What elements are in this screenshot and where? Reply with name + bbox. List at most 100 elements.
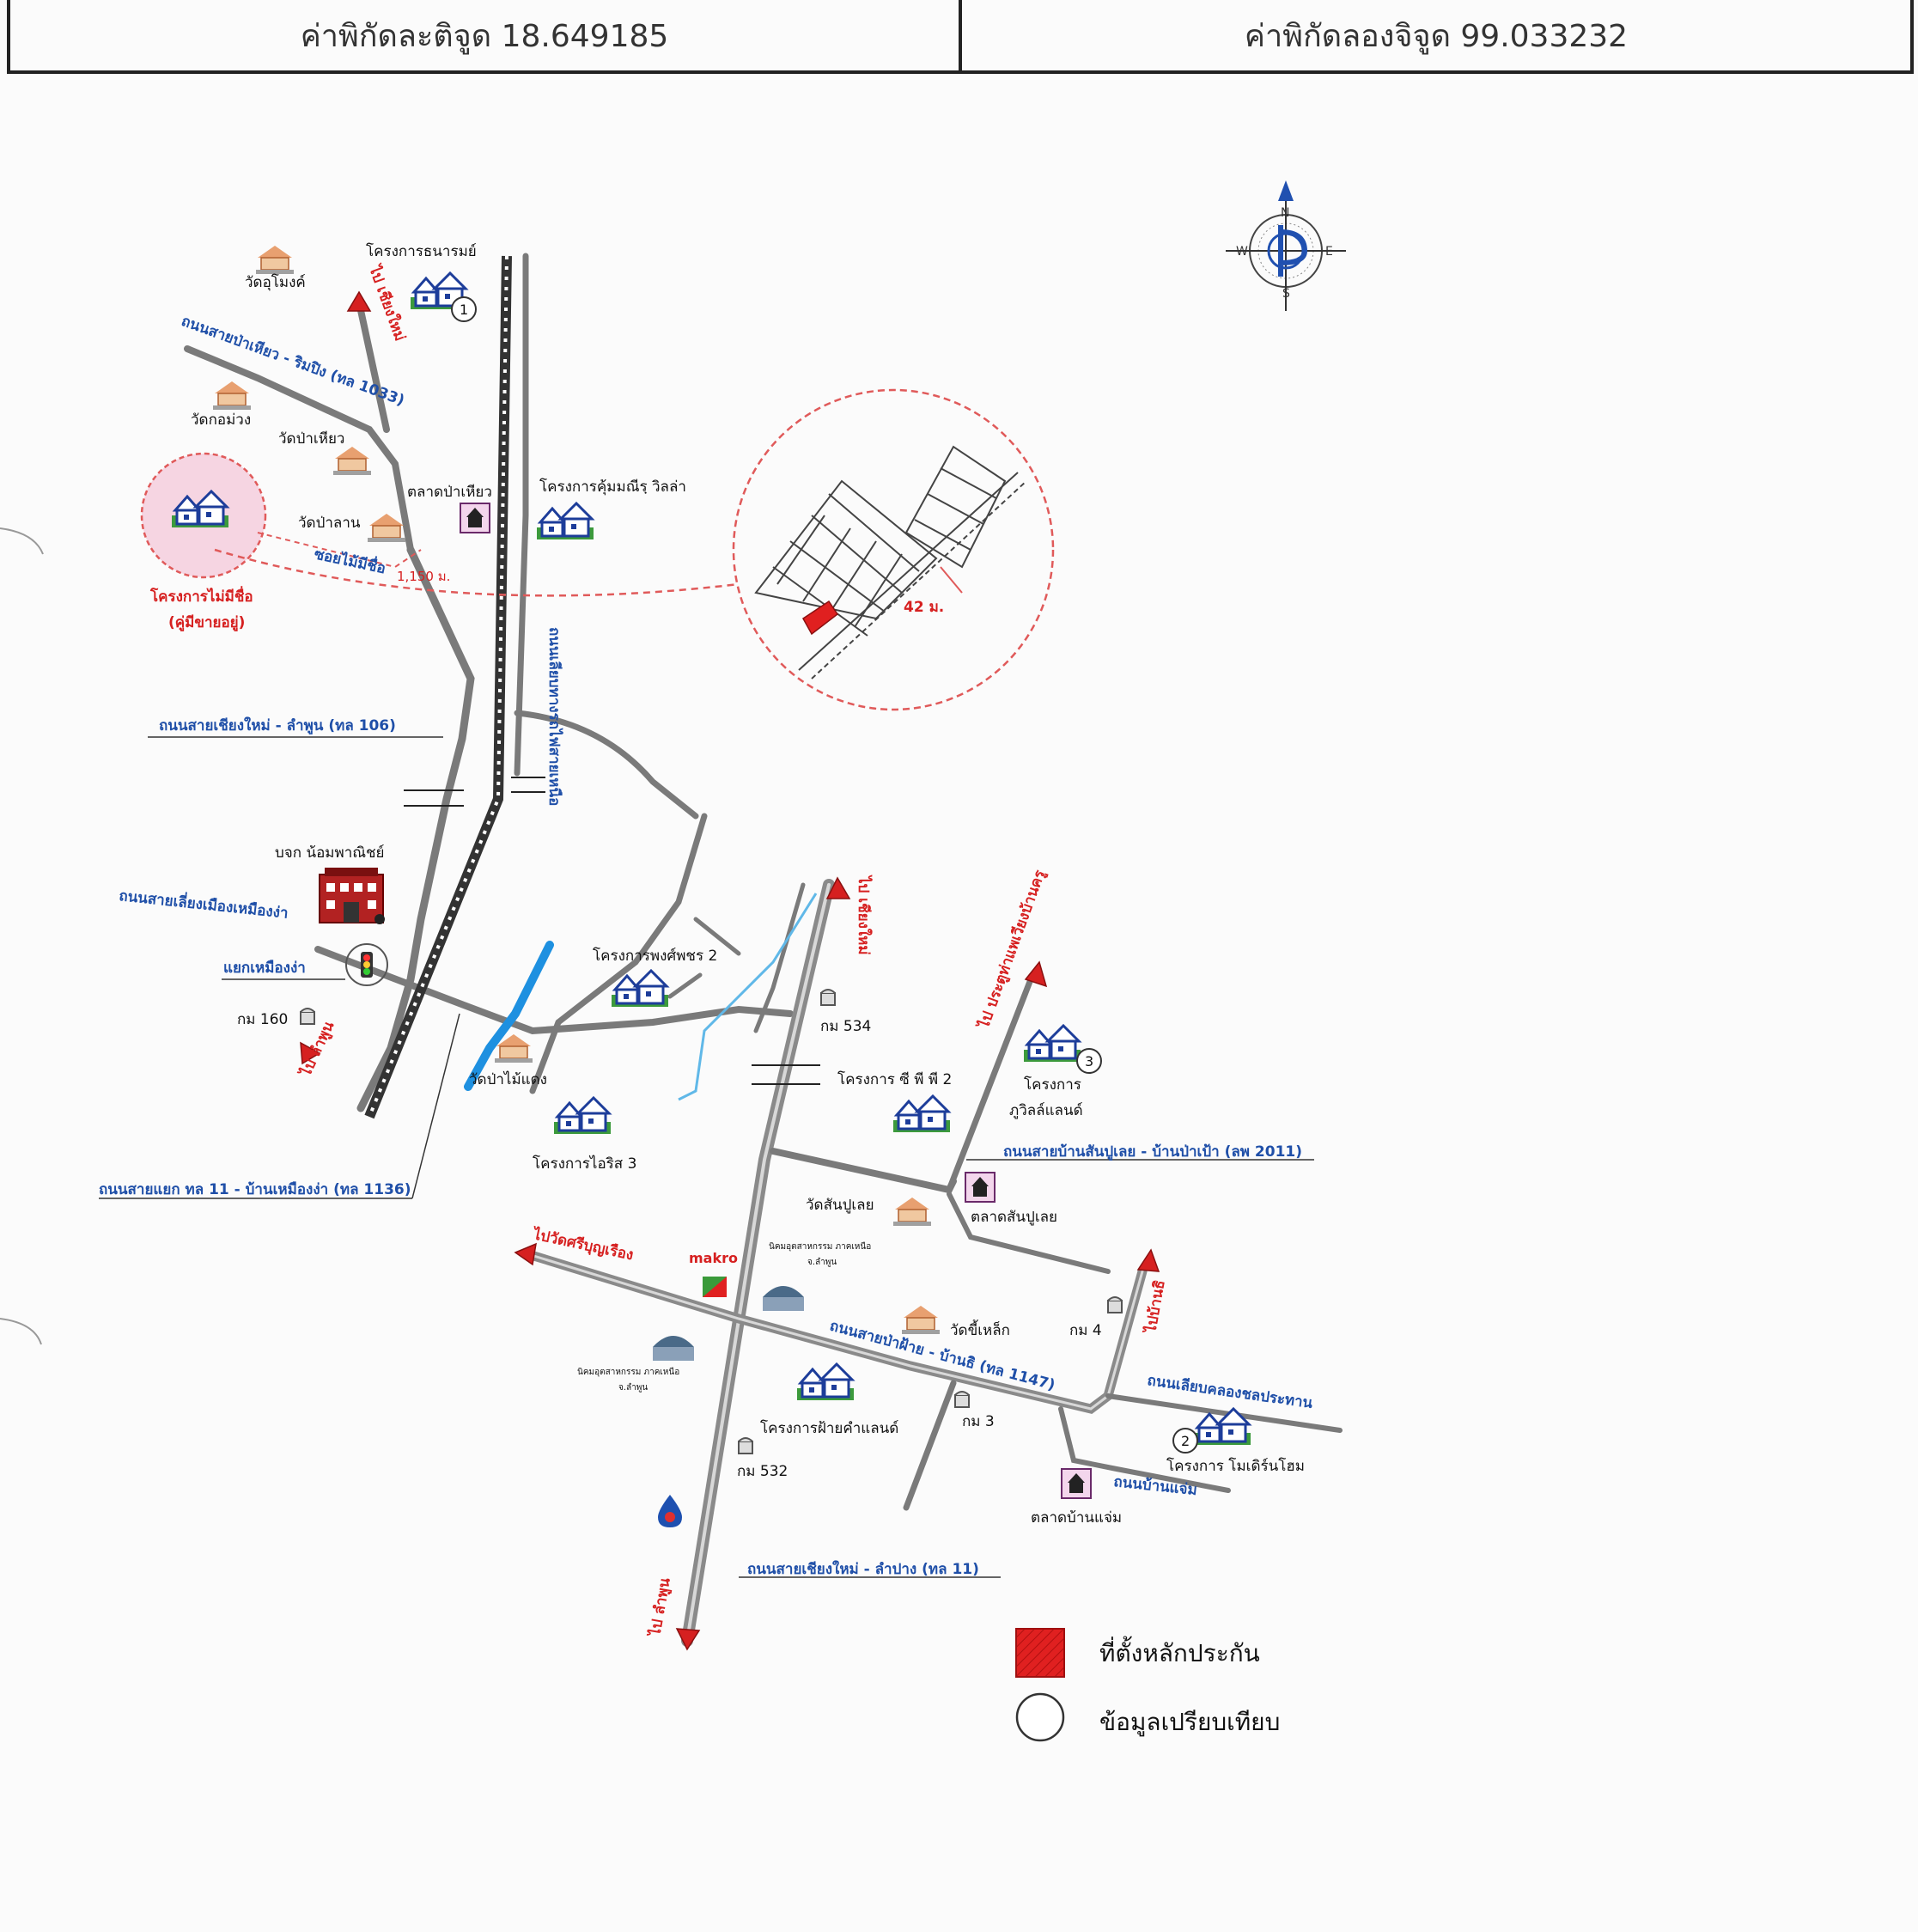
compass-w: W bbox=[1236, 245, 1248, 259]
latitude-label: ค่าพิกัดละติจูด 18.649185 bbox=[300, 18, 669, 54]
label-proj-thanarom: โครงการธนารมย์ bbox=[366, 242, 477, 260]
inset-circle bbox=[732, 388, 1055, 711]
label-wat-paimaedang: วัดป่าไม้แดง bbox=[469, 1070, 547, 1088]
temple-icon-kilek bbox=[901, 1305, 941, 1335]
road-km3 bbox=[903, 1380, 957, 1511]
arrow-up-banthi bbox=[1136, 1248, 1160, 1272]
direction-arrows bbox=[300, 290, 1160, 1651]
temple-icon-kommuang bbox=[212, 381, 252, 411]
label-warehouse-2-b: จ.ลำพูน bbox=[618, 1383, 648, 1393]
legend-collateral-swatch bbox=[1015, 1628, 1065, 1678]
market-icon-sanpuloei bbox=[965, 1172, 996, 1203]
label-km534: กม 534 bbox=[820, 1018, 871, 1035]
road-small-1 bbox=[753, 882, 806, 1033]
label-market-pahiao: ตลาดป่าเหียว bbox=[407, 484, 492, 501]
road-1033 bbox=[184, 345, 414, 553]
label-proj-iris: โครงการไอริส 3 bbox=[533, 1155, 636, 1173]
marker-2: 2 bbox=[1181, 1433, 1190, 1449]
kmpost-icon-534 bbox=[820, 989, 836, 1006]
warehouse-icon-1 bbox=[763, 1286, 804, 1311]
longitude-label: ค่าพิกัดลองจิจูด 99.033232 bbox=[959, 0, 1910, 70]
route-line bbox=[214, 548, 740, 597]
label-proj-modern: โครงการ โมเดิร์นโฮม bbox=[1166, 1457, 1305, 1475]
company-building-icon bbox=[319, 868, 385, 924]
marker-1: 1 bbox=[460, 302, 468, 318]
label-warehouse-2-a: นิคมอุตสาหกรรม ภาคเหนือ bbox=[577, 1367, 679, 1377]
collateral-plot bbox=[802, 600, 839, 636]
label-km532: กม 532 bbox=[737, 1463, 788, 1480]
label-proj-pafai: โครงการฝ้ายคำแลนด์ bbox=[760, 1419, 898, 1437]
market-icon-banjam bbox=[1061, 1468, 1092, 1499]
river bbox=[464, 941, 554, 1091]
temple-icon-palan bbox=[367, 513, 406, 543]
label-wat-palan: วัดป่าลาน bbox=[298, 515, 361, 532]
binder-hole-2 bbox=[0, 1318, 42, 1345]
road-2011 bbox=[770, 1148, 957, 1194]
label-km4: กม 4 bbox=[1069, 1322, 1102, 1339]
label-makro: makro bbox=[689, 1250, 738, 1266]
road-11-inner bbox=[685, 883, 831, 1643]
label-rail-road: ถนนเลียบทางรถไฟสายเหนือ bbox=[545, 627, 563, 806]
makro-icon bbox=[703, 1277, 727, 1297]
road-1136 bbox=[314, 946, 794, 1035]
marker-3: 3 bbox=[1085, 1053, 1093, 1070]
compass-e: E bbox=[1325, 245, 1333, 259]
temple-icon-umong bbox=[255, 245, 295, 275]
label-route-distance: 1,150 ม. bbox=[397, 569, 450, 584]
legend: ที่ตั้งหลักประกัน ข้อมูลเปรียบเทียบ bbox=[1015, 1628, 1280, 1742]
compass-s: S bbox=[1282, 287, 1290, 301]
map-labels: โครงการธนารมย์ วัดอุโมงค์ วัดกอม่วง วัดป… bbox=[99, 242, 1314, 1639]
house-icon-pafai bbox=[795, 1362, 855, 1402]
arrow-up-pratoo bbox=[1024, 960, 1048, 988]
kmpost-icon-160 bbox=[300, 1008, 315, 1025]
label-proj-kummanee: โครงการคุ้มมณีรฺ วิลล่า bbox=[539, 478, 686, 496]
label-bypass-muangnga: ถนนสายเลี่ยงเมืองเหมืองง่า bbox=[118, 885, 289, 923]
label-km160: กม 160 bbox=[237, 1011, 288, 1028]
arrow-up-chiangmai-2 bbox=[825, 876, 851, 899]
bridge-marks bbox=[404, 777, 820, 1085]
label-market-sanpuloei: ตลาดสันปูเลย bbox=[971, 1209, 1057, 1226]
label-km3: กม 3 bbox=[962, 1413, 995, 1430]
label-to-lamphun-2: ไป ลำพูน bbox=[646, 1576, 675, 1639]
house-icon-cp bbox=[892, 1094, 952, 1134]
inset-plots bbox=[754, 445, 1027, 680]
road-rail-parallel bbox=[514, 253, 529, 777]
stream bbox=[678, 893, 818, 1101]
road-branch-2 bbox=[667, 972, 703, 999]
road-canal bbox=[1105, 1393, 1343, 1433]
legend-comparison-label: ข้อมูลเปรียบเทียบ bbox=[1099, 1708, 1280, 1737]
label-road-banjam: ถนนบ้านแจ่ม bbox=[1112, 1473, 1197, 1499]
road-1147-inner bbox=[527, 1252, 1144, 1411]
house-icon-iris bbox=[552, 1096, 612, 1136]
road-sanpuloei-east bbox=[947, 1192, 1111, 1274]
binder-hole-1 bbox=[0, 527, 44, 555]
warehouse-icon-2 bbox=[653, 1336, 694, 1361]
label-warehouse-1-a: นิคมอุตสาหกรรม ภาคเหนือ bbox=[769, 1241, 871, 1252]
map-icons bbox=[212, 245, 1252, 1527]
leader-lines bbox=[99, 736, 1314, 1578]
legend-collateral-label: ที่ตั้งหลักประกัน bbox=[1099, 1636, 1260, 1667]
label-proj-cp: โครงการ ซี พี พี 2 bbox=[837, 1070, 952, 1088]
label-proj-kuvilla-2: ภูวิลล์แลนด์ bbox=[1009, 1102, 1083, 1119]
label-road-2011: ถนนสายบ้านสันปูเลย - บ้านป่าเป้า (ลพ 201… bbox=[1003, 1143, 1302, 1161]
kmpost-icon-3 bbox=[954, 1391, 970, 1408]
market-icon-pahiao bbox=[460, 503, 490, 533]
road-106-west bbox=[356, 545, 475, 1112]
temple-icon-sanpuloei bbox=[892, 1197, 932, 1227]
house-icon-kuvilla bbox=[1022, 1024, 1082, 1064]
label-market-banjam: ตลาดบ้านแจ่ม bbox=[1031, 1509, 1122, 1527]
gas-station-icon bbox=[658, 1495, 682, 1527]
label-wat-sanpuloei: วัดสันปูเลย bbox=[806, 1197, 874, 1214]
inset-distance-line bbox=[940, 566, 963, 594]
road-branch-1 bbox=[529, 813, 708, 1094]
road-to-pratoo bbox=[946, 976, 1034, 1193]
label-proj-kuvilla-1: โครงการ bbox=[1024, 1076, 1081, 1094]
kmpost-icon-4 bbox=[1107, 1296, 1123, 1313]
label-wat-kommuang: วัดกอม่วง bbox=[191, 411, 251, 429]
label-to-chiangmai-1: ไป เชียงใหม่ bbox=[365, 262, 410, 344]
label-subject-proj-1: โครงการไม่มีชื่อ bbox=[149, 586, 253, 606]
traffic-light-icon bbox=[345, 943, 388, 986]
label-junction: แยกเหมืองง่า bbox=[223, 959, 306, 977]
north-arrow-icon bbox=[1278, 180, 1294, 201]
railway bbox=[364, 255, 512, 1119]
